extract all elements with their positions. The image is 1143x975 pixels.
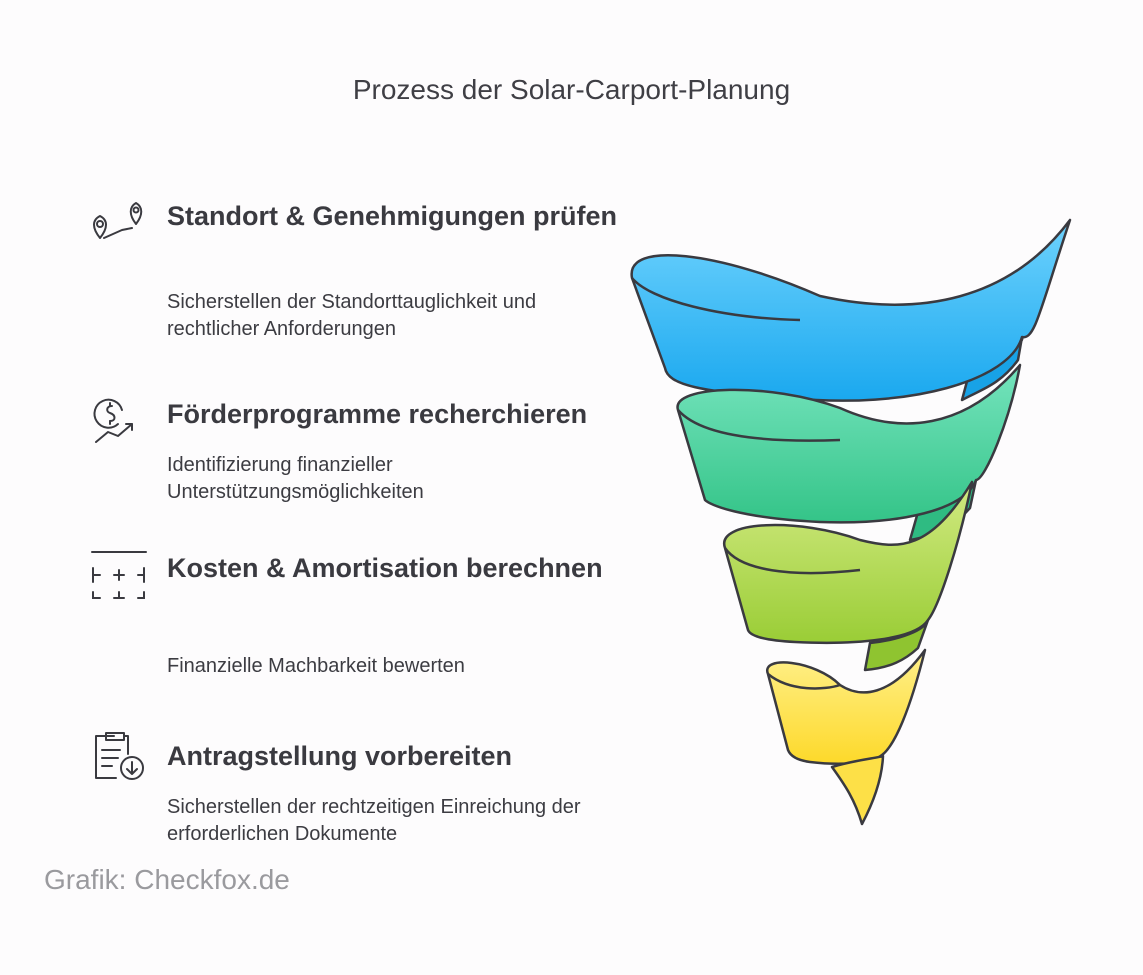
step-heading: Kosten & Amortisation berechnen (167, 550, 627, 586)
step-description: Identifizierung finanzieller Unterstützu… (167, 452, 607, 506)
step-description: Sicherstellen der Standorttauglichkeit u… (167, 289, 607, 343)
calculator-grid-icon (88, 550, 150, 604)
step-description: Finanzielle Machbarkeit bewerten (167, 653, 607, 680)
step-heading: Antragstellung vorbereiten (167, 738, 627, 774)
credit-label: Grafik: Checkfox.de (44, 864, 290, 896)
map-route-pins-icon (88, 198, 150, 252)
funnel-diagram (610, 200, 1090, 840)
funnel-tip (832, 756, 883, 824)
step-heading: Standort & Genehmigungen prüfen (167, 198, 627, 234)
page-title: Prozess der Solar-Carport-Planung (0, 74, 1143, 106)
step-heading: Förderprogramme recherchieren (167, 396, 627, 432)
funnel-band-4 (767, 650, 925, 764)
dollar-growth-icon (88, 396, 150, 450)
step-description: Sicherstellen der rechtzeitigen Einreich… (167, 794, 607, 848)
clipboard-download-icon (88, 730, 150, 784)
